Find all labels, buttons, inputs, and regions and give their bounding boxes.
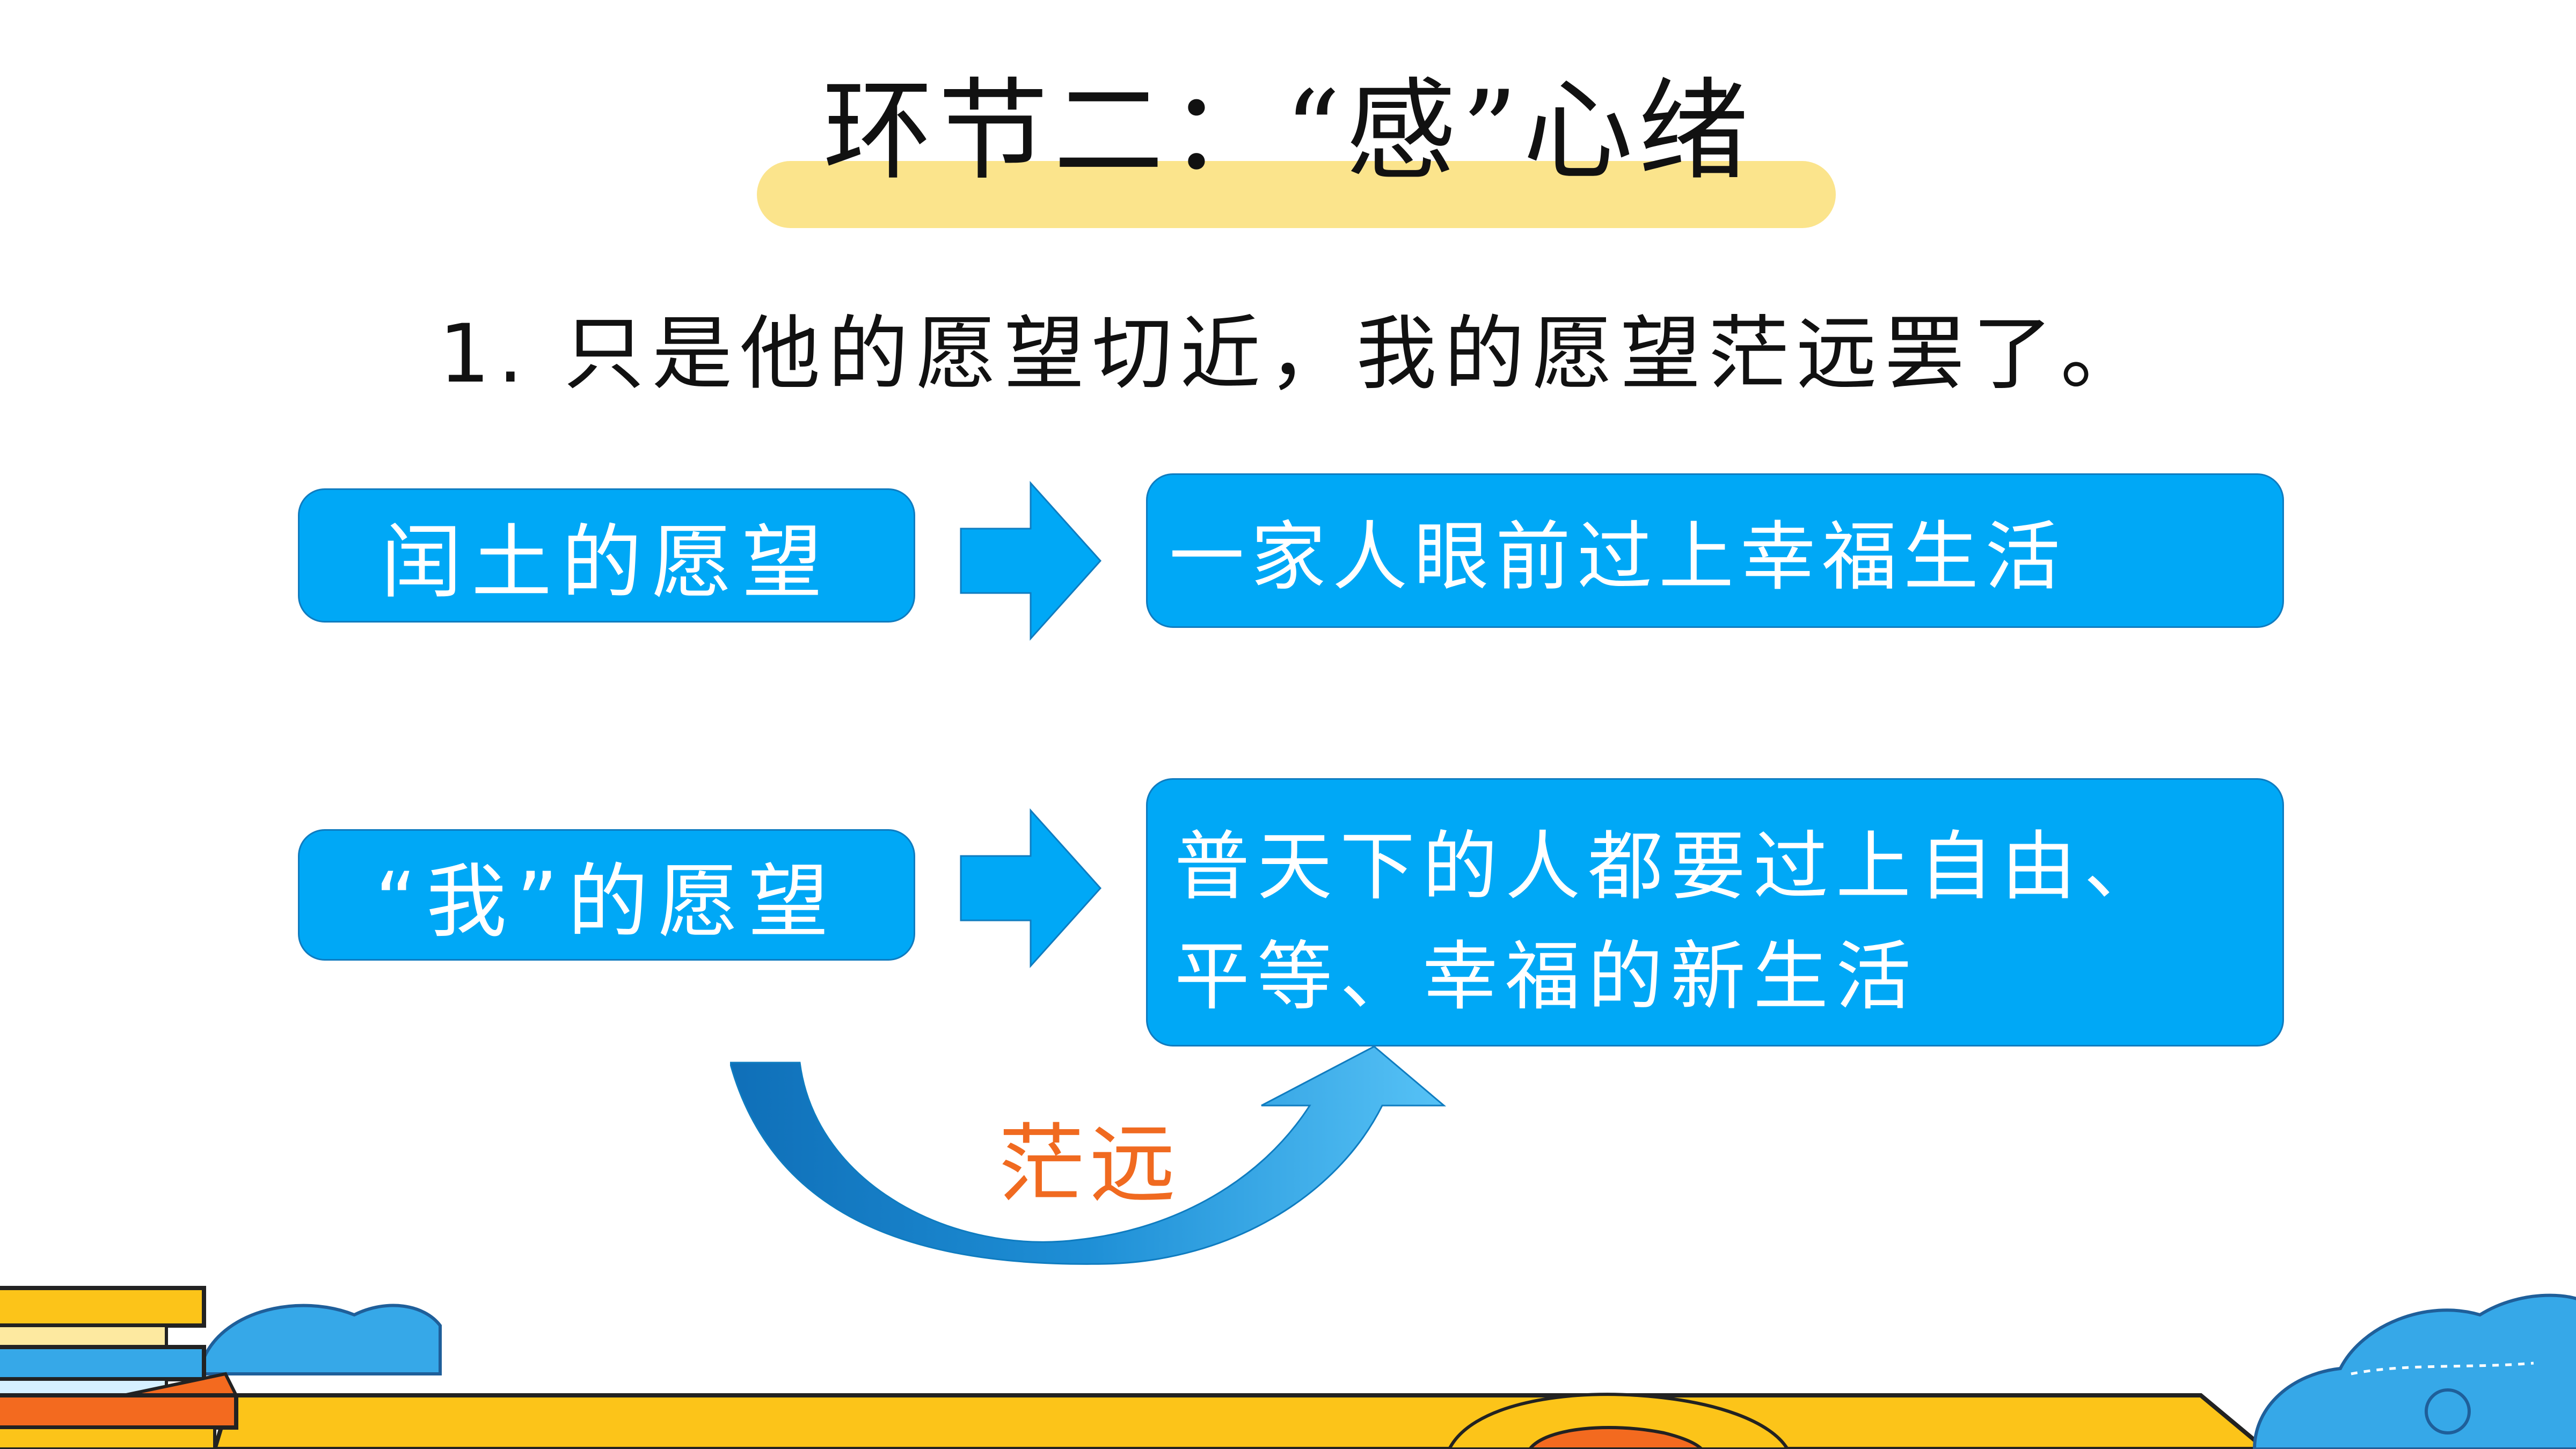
title-highlight-bar — [757, 161, 1836, 228]
curve-label: 茫远 — [998, 1114, 1181, 1214]
quote-sentence: 1. 只是他的愿望切近，我的愿望茫远罢了。 — [439, 308, 2149, 401]
curved-arrow-icon — [730, 1046, 1447, 1265]
footer-decoration — [0, 1286, 2576, 1449]
runtu-wish-label: 闰土的愿望 — [381, 516, 832, 610]
my-wish-text-line-1: 普天下的人都要过上自由、 — [1174, 823, 2167, 911]
runtu-wish-text: 一家人眼前过上幸福生活 — [1169, 514, 2067, 601]
runtu-wish-label-box: 闰土的愿望 — [298, 488, 915, 623]
right-arrow-icon — [960, 808, 1102, 968]
page-title: 环节二：“感”心绪 — [822, 68, 1754, 195]
my-wish-label-box: “我”的愿望 — [298, 829, 915, 961]
runtu-wish-box: 一家人眼前过上幸福生活 — [1146, 473, 2284, 628]
my-wish-label: “我”的愿望 — [375, 855, 838, 949]
my-wish-box: 普天下的人都要过上自由、 平等、幸福的新生活 — [1146, 778, 2284, 1046]
my-wish-text-line-2: 平等、幸福的新生活 — [1174, 933, 1919, 1021]
right-arrow-icon — [960, 481, 1102, 641]
